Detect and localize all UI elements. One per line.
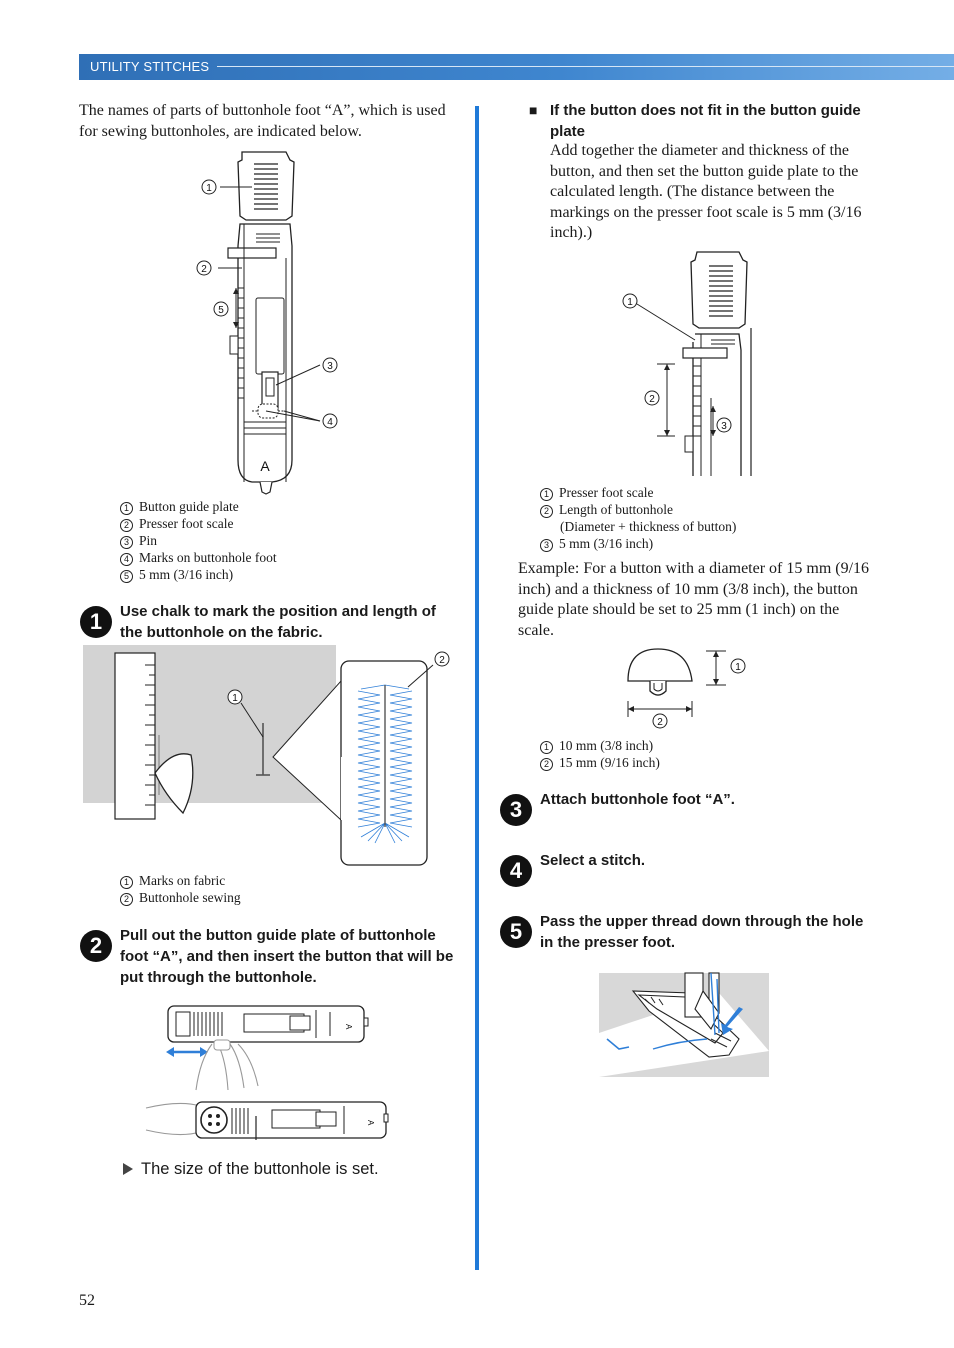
svg-text:3: 3 bbox=[721, 421, 727, 432]
step-2-text: Pull out the button guide plate of butto… bbox=[120, 927, 454, 986]
button-insert-diagram: A A bbox=[145, 1005, 389, 1140]
step-4-badge: 4 bbox=[500, 855, 532, 887]
thread-presser-foot-diagram bbox=[599, 972, 769, 1077]
svg-text:A: A bbox=[344, 1024, 353, 1030]
svg-text:2: 2 bbox=[439, 655, 445, 666]
step-2-badge: 2 bbox=[80, 930, 112, 962]
step-5-badge: 5 bbox=[500, 916, 532, 948]
section-header: UTILITY STITCHES bbox=[79, 54, 954, 80]
scale-diagram: 1 2 3 bbox=[622, 251, 752, 476]
svg-text:2: 2 bbox=[649, 394, 655, 405]
svg-text:2: 2 bbox=[657, 717, 663, 728]
right-section-body: Add together the diameter and thickness … bbox=[550, 142, 862, 241]
button-dimension-diagram: 1 2 bbox=[627, 648, 746, 729]
step-5-text: Pass the upper thread down through the h… bbox=[540, 913, 864, 951]
step-3-badge: 3 bbox=[500, 794, 532, 826]
svg-text:A: A bbox=[260, 458, 270, 474]
svg-text:1: 1 bbox=[232, 693, 238, 704]
svg-text:1: 1 bbox=[735, 662, 741, 673]
svg-text:1: 1 bbox=[206, 183, 212, 194]
svg-text:5: 5 bbox=[218, 305, 224, 316]
header-rule bbox=[217, 66, 954, 67]
result-arrow-icon bbox=[123, 1163, 133, 1175]
step-2-result: The size of the buttonhole is set. bbox=[141, 1160, 379, 1178]
fabric-mark-diagram: 1 2 bbox=[83, 645, 450, 866]
column-divider bbox=[475, 106, 479, 1270]
step-3-text: Attach buttonhole foot “A”. bbox=[540, 791, 735, 808]
legend-subtext: (Diameter + thickness of button) bbox=[560, 519, 737, 534]
step-4-text: Select a stitch. bbox=[540, 852, 646, 869]
svg-text:1: 1 bbox=[627, 297, 633, 308]
svg-text:A: A bbox=[366, 1120, 375, 1126]
svg-text:2: 2 bbox=[201, 264, 207, 275]
right-section-heading: If the button does not fit in the button… bbox=[550, 102, 861, 140]
section-bullet-icon: ■ bbox=[529, 102, 538, 118]
intro-text: The names of parts of buttonhole foot “A… bbox=[79, 102, 446, 140]
step-1-text: Use chalk to mark the position and lengt… bbox=[120, 603, 436, 641]
svg-text:4: 4 bbox=[327, 417, 333, 428]
buttonhole-foot-diagram: A 1 2 5 3 4 bbox=[196, 151, 338, 495]
example-text: Example: For a button with a diameter of… bbox=[518, 560, 870, 639]
step-1-badge: 1 bbox=[80, 606, 112, 638]
page-number: 52 bbox=[79, 1292, 95, 1309]
svg-text:3: 3 bbox=[327, 361, 333, 372]
section-title: UTILITY STITCHES bbox=[90, 59, 210, 74]
